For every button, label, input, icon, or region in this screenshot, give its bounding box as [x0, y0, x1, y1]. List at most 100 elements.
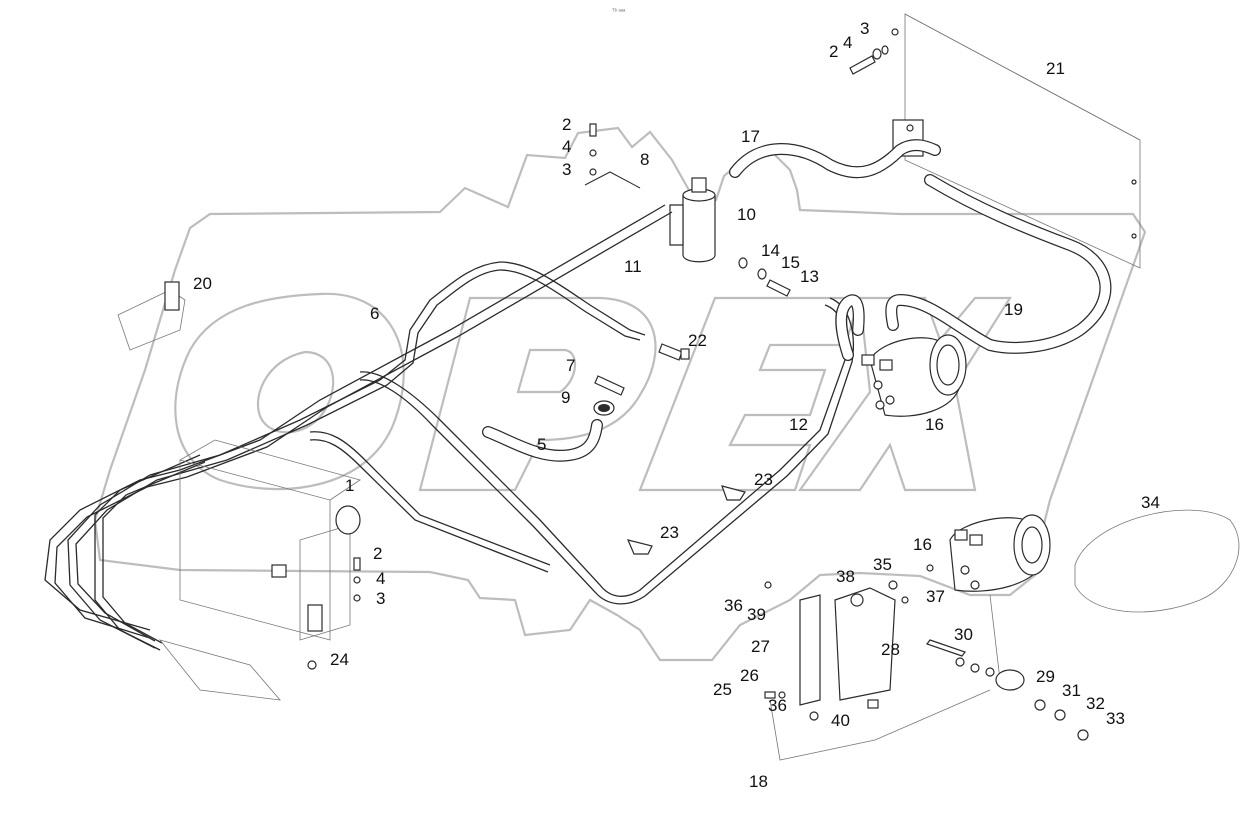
- callout-24: 24: [330, 650, 349, 669]
- washer-14: [738, 257, 748, 269]
- bracket-20: [117, 281, 186, 351]
- washer-4: [353, 576, 361, 584]
- callout-6: 6: [370, 304, 379, 323]
- callout-17: 17: [741, 127, 760, 146]
- receiver-drier-10: [669, 177, 716, 263]
- callout-35: 35: [873, 555, 892, 574]
- callout-29: 29: [1036, 667, 1055, 686]
- callout-19: 19: [1004, 300, 1023, 319]
- callout-31: 31: [1062, 681, 1081, 700]
- callout-38: 38: [836, 567, 855, 586]
- callout-14: 14: [761, 241, 780, 260]
- bolt-30: [926, 639, 966, 657]
- callout-8: 8: [640, 150, 649, 169]
- port-fitting: [861, 354, 875, 366]
- port-fitting: [969, 534, 983, 546]
- callouts: 21 3 4 2 2 4 3 8 17 10 11 14 15 13 20 6 …: [193, 19, 1160, 791]
- callout-27: 27: [751, 637, 770, 656]
- spring: [307, 604, 323, 632]
- nut-36: [809, 711, 819, 721]
- screw-2: [589, 123, 597, 137]
- unit-front: [179, 459, 331, 641]
- port-fitting: [954, 529, 968, 541]
- callout-30: 30: [954, 625, 973, 644]
- screw-2: [849, 55, 876, 75]
- unit-port: [335, 505, 361, 535]
- callout-34: 34: [1141, 493, 1160, 512]
- bracket-23-b-body: [626, 539, 653, 555]
- callout-10: 10: [737, 205, 756, 224]
- fitting-22-nut: [680, 348, 690, 360]
- watermark-letter-p: [418, 296, 657, 492]
- callout-16: 16: [913, 535, 932, 554]
- washer-4: [589, 149, 597, 157]
- callout-4: 4: [843, 33, 852, 52]
- callout-13: 13: [800, 267, 819, 286]
- callout-3: 3: [562, 160, 571, 179]
- fasteners-14-15-13: [738, 257, 791, 297]
- washer-31: [1034, 699, 1046, 711]
- watermark-letter-o: [174, 292, 405, 491]
- bracket-hole: [850, 593, 864, 607]
- callout-4: 4: [376, 569, 385, 588]
- bolt-40: [867, 699, 879, 709]
- bolt-13: [766, 279, 791, 297]
- callout-39: 39: [747, 605, 766, 624]
- callout-2: 2: [829, 42, 838, 61]
- callout-11: 11: [624, 257, 642, 276]
- bracket-20-outline: [117, 289, 186, 351]
- cover-34-outline: [1074, 509, 1240, 613]
- bolt-hole: [891, 28, 899, 36]
- callout-12: 12: [789, 415, 808, 434]
- callout-23: 23: [660, 523, 679, 542]
- callout-7: 7: [566, 356, 575, 375]
- port: [875, 400, 885, 410]
- callout-33: 33: [1106, 709, 1125, 728]
- hose-5: [482, 419, 603, 462]
- drier-bracket: [669, 204, 684, 246]
- callout-36: 36: [768, 696, 787, 715]
- bracket-23-a: [721, 485, 746, 501]
- callout-21: 21: [1046, 59, 1065, 78]
- callout-2: 2: [562, 115, 571, 134]
- callout-32: 32: [1086, 694, 1105, 713]
- bracket-20-tab: [164, 281, 180, 311]
- callout-5: 5: [537, 435, 546, 454]
- hose-17-19: [729, 139, 1112, 354]
- panel-21-edge: [904, 13, 1141, 141]
- port-fitting: [879, 359, 893, 371]
- callout-25: 25: [713, 680, 732, 699]
- nut: [985, 667, 995, 677]
- nut-3: [353, 594, 361, 602]
- port: [885, 395, 895, 405]
- unit-base: [158, 639, 281, 701]
- panel-21: [891, 13, 1141, 269]
- fastener-set-top-right: [849, 45, 889, 75]
- screw-2: [353, 557, 361, 571]
- washer-26: [778, 691, 786, 699]
- bolt-hole: [1131, 179, 1137, 185]
- fitting-22: [658, 343, 690, 361]
- watermark-letter-e: [638, 296, 862, 492]
- callout-37: 37: [926, 587, 945, 606]
- callout-18: 18: [749, 772, 768, 791]
- washer: [970, 663, 980, 673]
- cover-34: [1074, 509, 1240, 613]
- leader-line: [989, 594, 1001, 681]
- callout-26: 26: [740, 666, 759, 685]
- watermark-letter-o-hole: [257, 350, 335, 434]
- callout-2: 2: [373, 544, 382, 563]
- port: [960, 565, 970, 575]
- pulley-29: [995, 669, 1025, 691]
- header-mark: ᵀᵇ ᵃᵃᵃ: [612, 8, 626, 15]
- group-18-frame: [769, 689, 991, 761]
- compressor-lower-pulley: [1021, 526, 1043, 564]
- callout-9: 9: [561, 388, 570, 407]
- clip: [271, 564, 287, 578]
- callout-3: 3: [860, 19, 869, 38]
- evaporator-unit-1: [158, 439, 361, 701]
- callout-4: 4: [562, 137, 571, 156]
- bracket-23-a-body: [721, 485, 746, 501]
- washer: [955, 657, 965, 667]
